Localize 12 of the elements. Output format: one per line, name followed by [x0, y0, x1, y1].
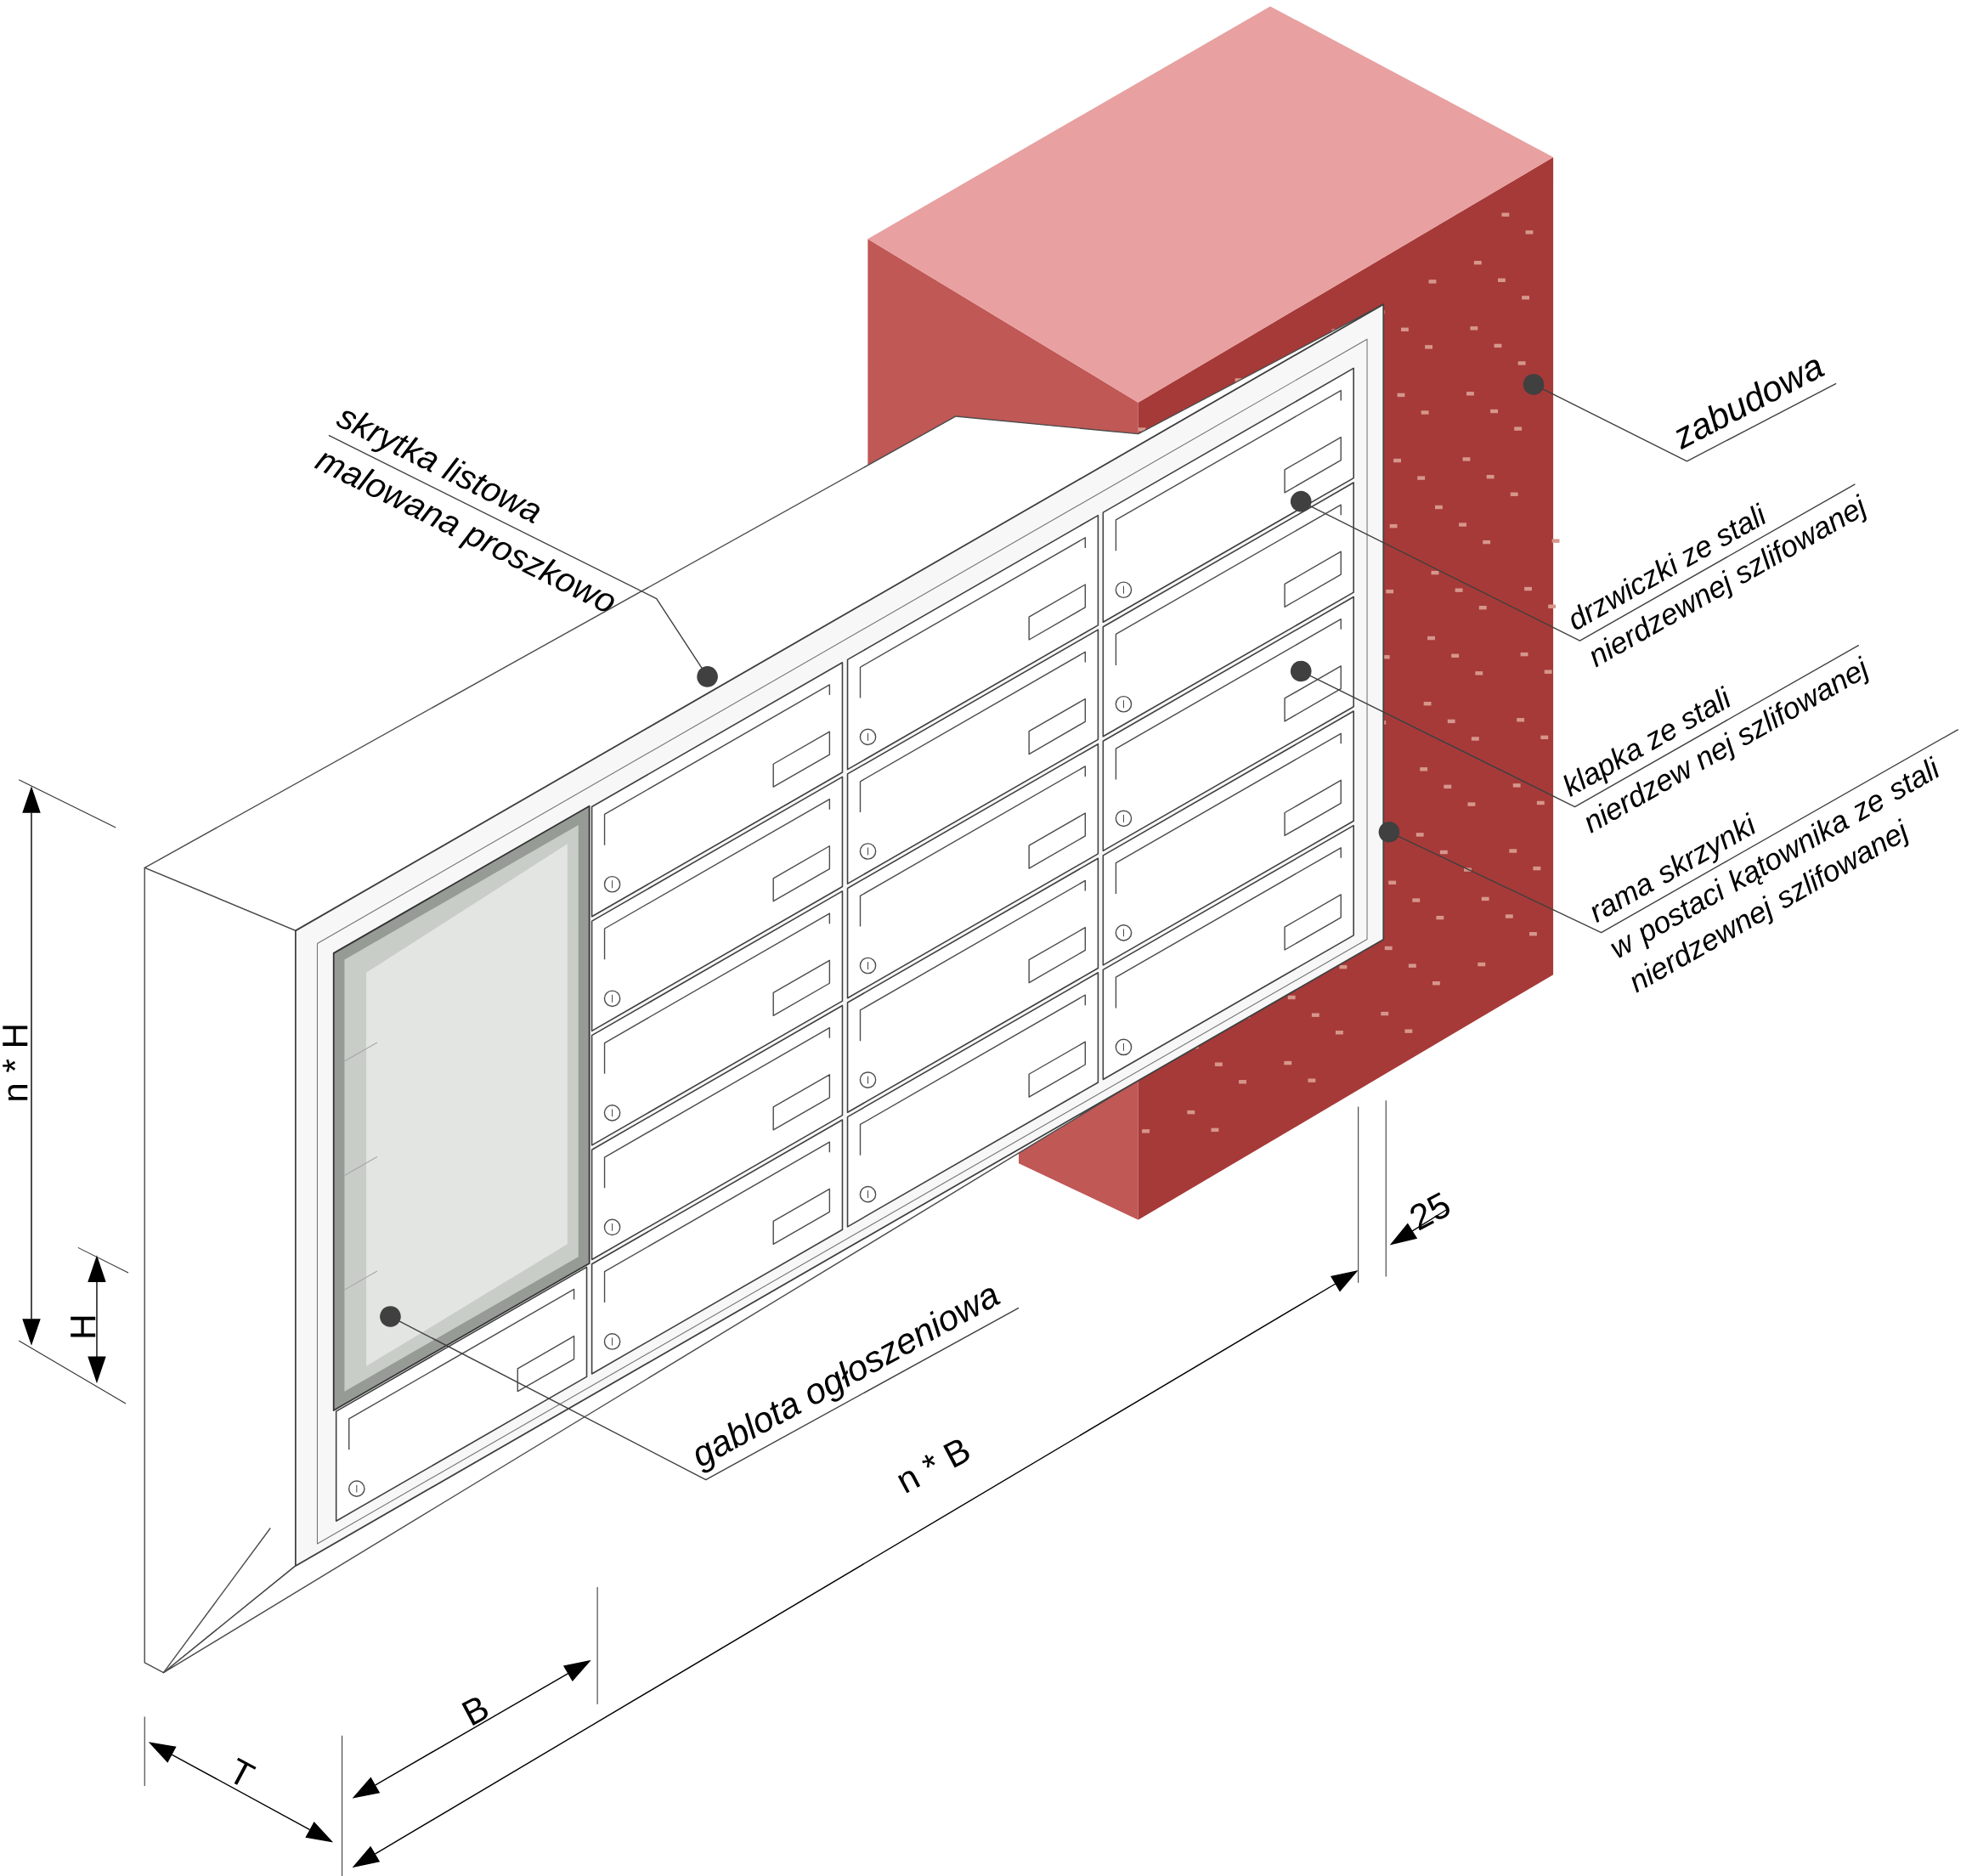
leader-line: [380, 1306, 1020, 1481]
dimension-label: 25: [1410, 1192, 1449, 1231]
leader-line: [1290, 483, 1856, 641]
dimension-label: T: [234, 1757, 257, 1785]
dimension-label: n * H: [3, 1026, 28, 1100]
dimension-label: n * B: [897, 1439, 969, 1494]
leader-line: [1378, 728, 1959, 934]
dimension-label: B: [461, 1698, 488, 1726]
leader-line: [1523, 374, 1837, 462]
leader-line: [1290, 644, 1860, 807]
dimension-label: H: [71, 1316, 96, 1337]
leader-line: [328, 434, 718, 687]
